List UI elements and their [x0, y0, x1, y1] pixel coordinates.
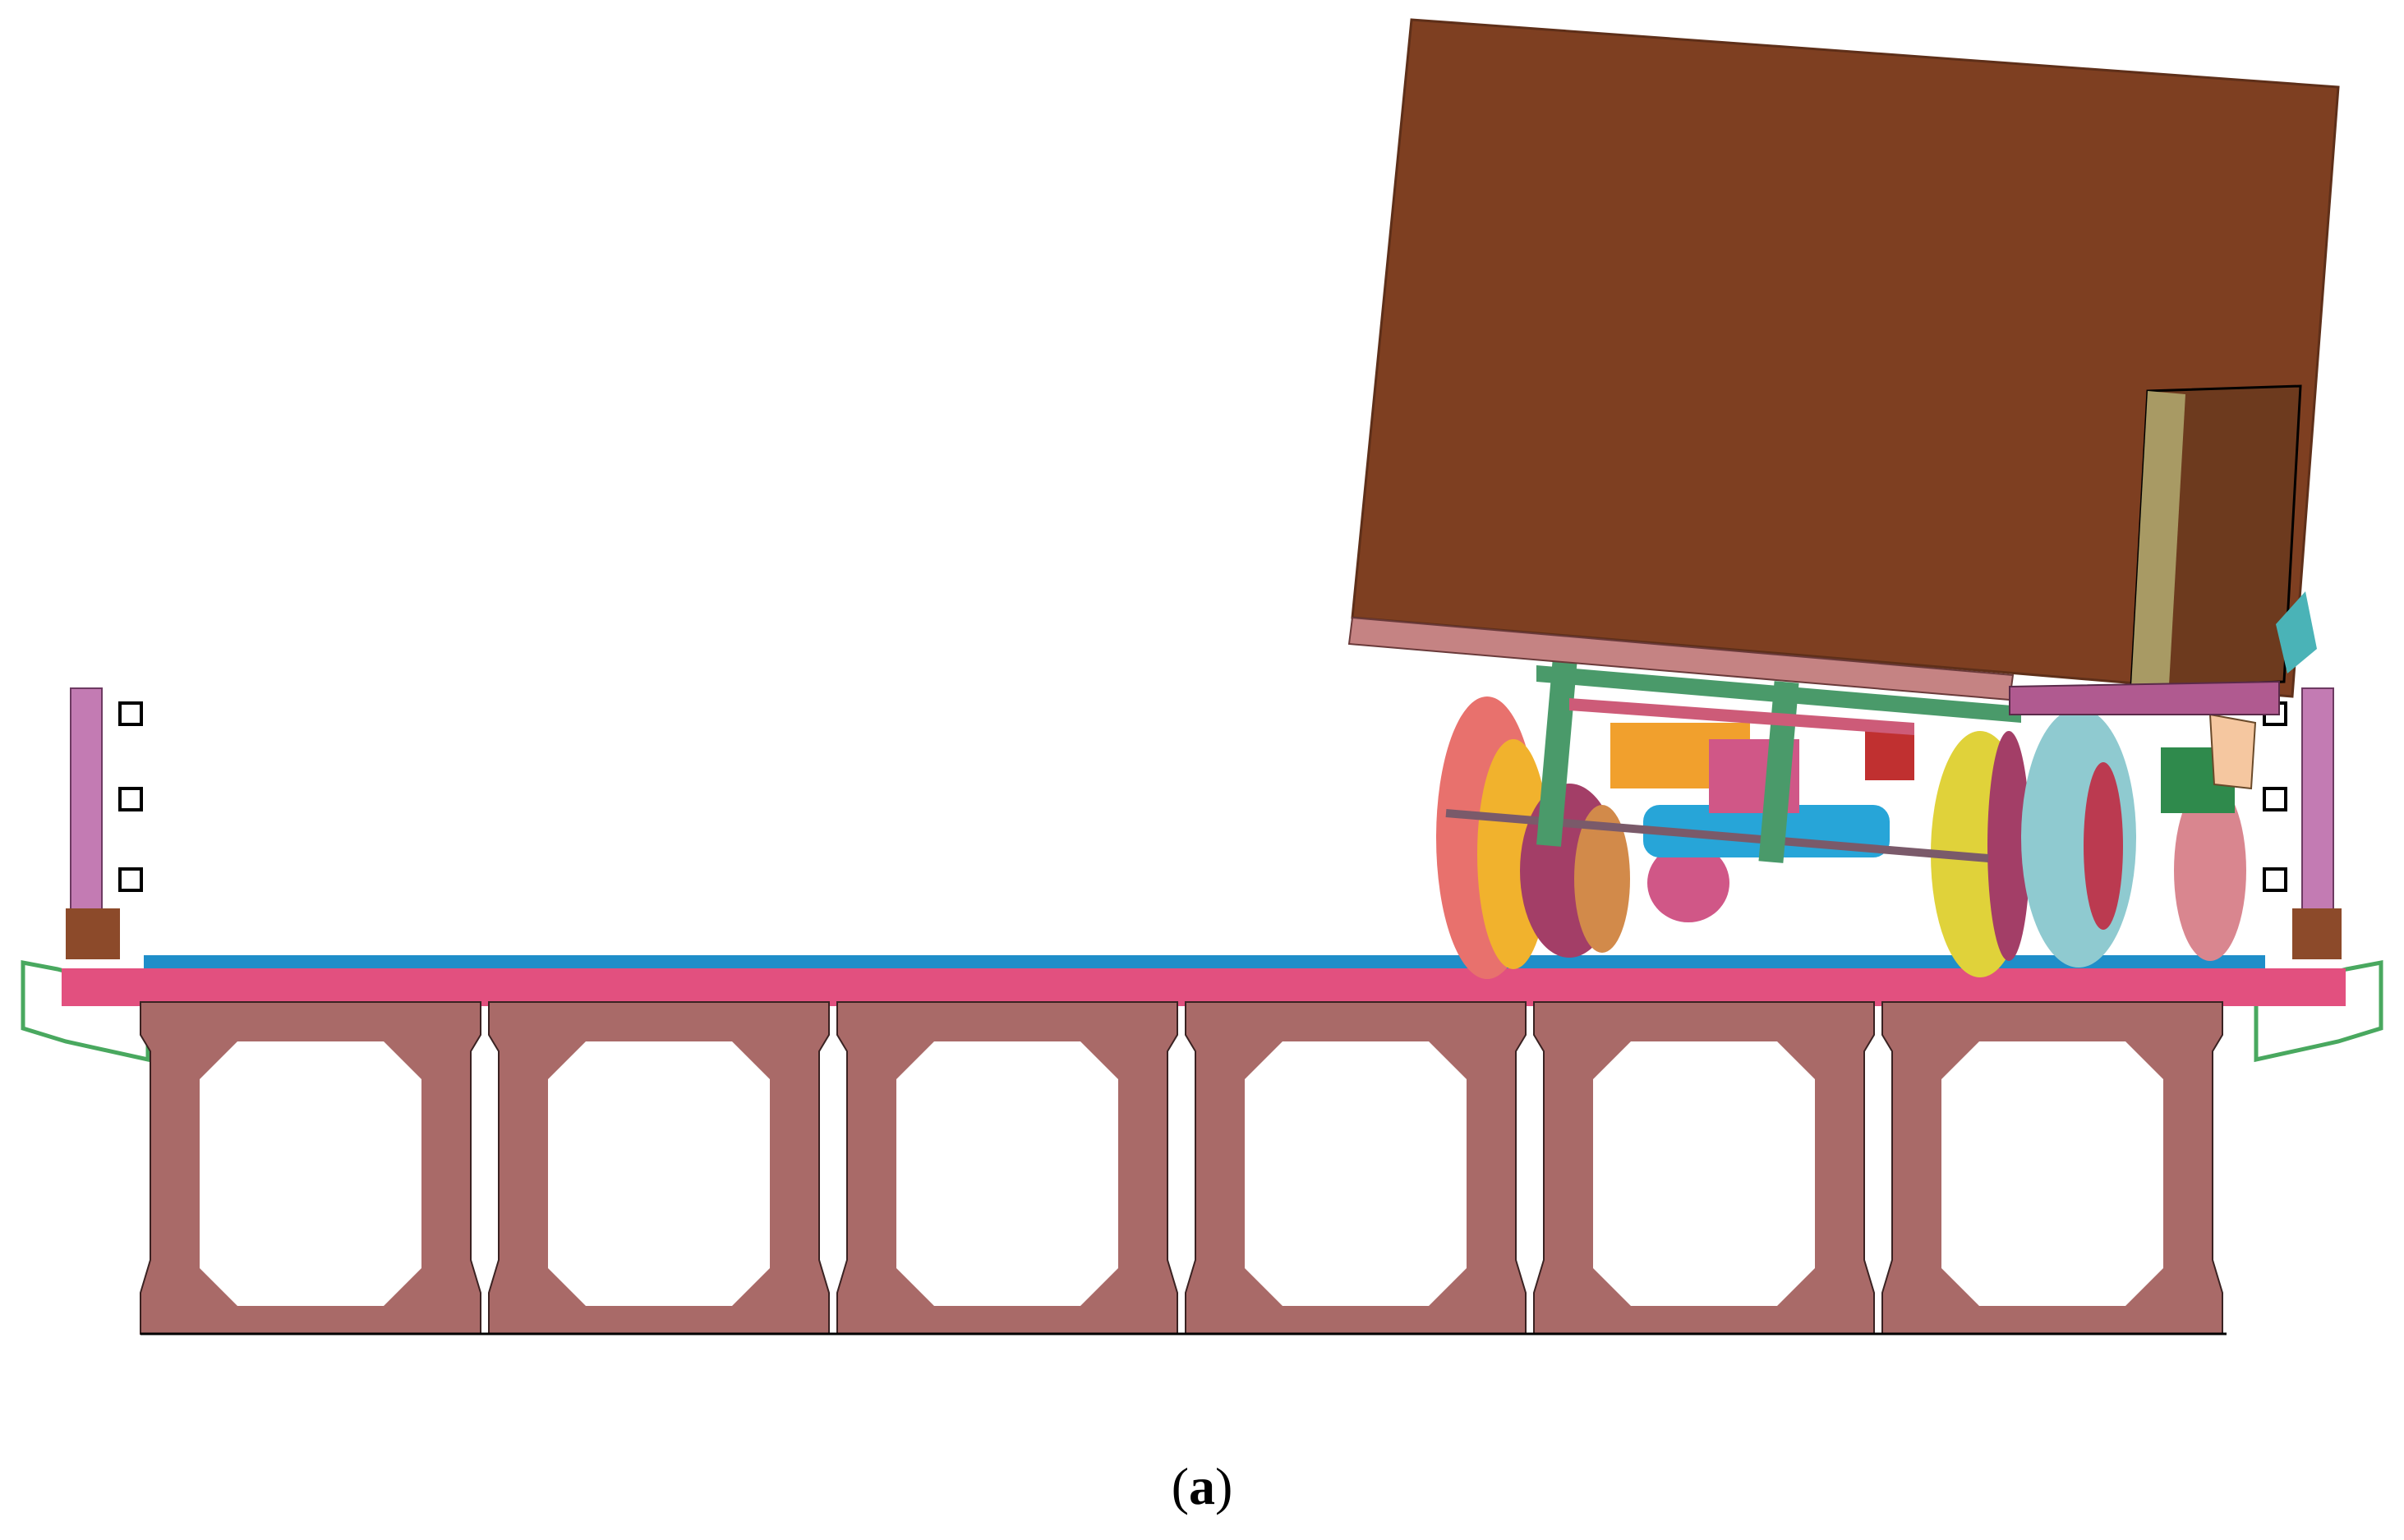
wearing-layer: [144, 955, 2265, 968]
tailgate-inner-panel: [2131, 391, 2185, 687]
right-rail-bracket: [2263, 787, 2287, 811]
wheel: [1987, 731, 2030, 961]
girder-cell: [896, 1041, 1118, 1306]
girder-cell: [1941, 1041, 2163, 1306]
girder-cell: [1593, 1041, 1815, 1306]
cargo-box: [1351, 18, 2340, 698]
caption-close-paren: ): [1215, 1457, 1233, 1515]
chassis-frame: [1536, 656, 2021, 863]
bridge-cross-section: [21, 955, 2383, 1335]
box-girders: [140, 1001, 2223, 1335]
frame-crossmember: [1536, 665, 2021, 723]
wheel: [2084, 762, 2123, 930]
rear-light-bar: [2276, 591, 2317, 673]
left-railing-post: [70, 687, 103, 913]
left-rail-bracket: [118, 867, 143, 892]
suspension-component: [1865, 731, 1914, 780]
left-post-base: [66, 908, 120, 959]
girder-cell: [1245, 1041, 1467, 1306]
wheel: [2174, 780, 2246, 961]
right-post-base: [2292, 908, 2342, 959]
left-rail-bracket: [118, 701, 143, 726]
girder-cell: [200, 1041, 421, 1306]
frame-crossmember: [1569, 698, 1914, 735]
right-rail-bracket: [2263, 867, 2287, 892]
wheel: [1647, 844, 1729, 922]
left-overhang: [21, 959, 150, 1063]
right-overhang: [2254, 959, 2383, 1063]
rear-bracket: [2208, 713, 2257, 790]
deck-slab: [62, 968, 2346, 1006]
wheel: [1574, 805, 1630, 953]
caption-letter: a: [1189, 1457, 1215, 1515]
left-rail-bracket: [118, 787, 143, 811]
girder-cell: [548, 1041, 770, 1306]
truck: [1347, 18, 2340, 979]
frame-rail: [1536, 656, 1577, 847]
rear-underride-guard: [2009, 680, 2280, 715]
caption-open-paren: (: [1171, 1457, 1189, 1515]
right-railing: [2263, 687, 2342, 959]
figure-caption: (a): [0, 1454, 2404, 1519]
right-railing-post: [2301, 687, 2334, 913]
drive-shaft: [1445, 809, 1989, 862]
left-railing: [66, 687, 143, 959]
frame-rail: [1758, 681, 1799, 863]
